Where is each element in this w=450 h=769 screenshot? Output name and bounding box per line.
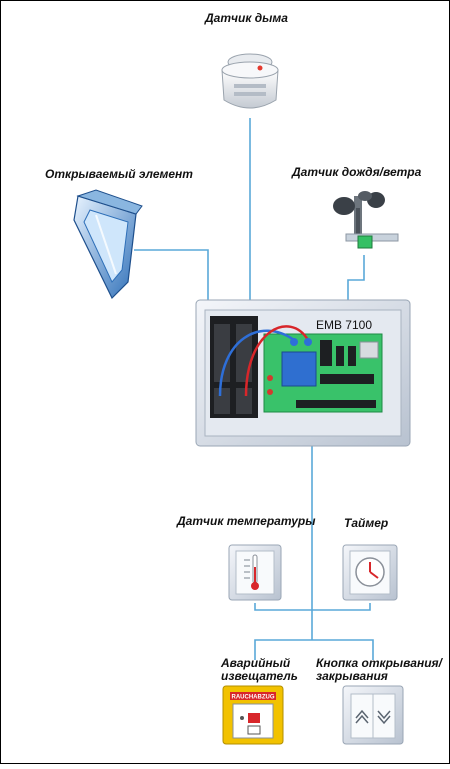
- wire-temperature-sensor: [254, 603, 312, 611]
- open-close-button-icon: [342, 685, 404, 745]
- timer-clock-icon: [342, 544, 398, 601]
- label-rain-wind-sensor: Датчик дождя/ветра: [292, 165, 422, 179]
- label-open-close-button-line1: Кнопка открывания/: [316, 656, 442, 670]
- thermometer-icon: [228, 544, 282, 601]
- wire-timer: [312, 603, 371, 611]
- smoke-detector-icon: [221, 53, 279, 109]
- alarm-sign-text: RAUCHABZUG: [232, 695, 275, 701]
- emergency-alarm-icon: [222, 685, 284, 745]
- controller-icon: [195, 299, 411, 447]
- label-emergency-alarm-line1: Аварийный: [221, 656, 291, 670]
- window-icon: [73, 189, 143, 300]
- controller-model-label: EMB 7100: [316, 318, 372, 332]
- wire-opening-element: [134, 249, 209, 300]
- rain-wind-sensor-icon: [333, 191, 399, 249]
- wire-rain-wind-sensor: [347, 255, 365, 300]
- label-timer: Таймер: [344, 516, 389, 530]
- label-emergency-alarm-line2: извещатель: [221, 669, 298, 683]
- label-temperature-sensor: Датчик температуры: [177, 514, 316, 528]
- label-open-close-button-line2: закрывания: [316, 669, 388, 683]
- label-opening-element: Открываемый элемент: [45, 167, 193, 181]
- wire-bottom-bus: [254, 639, 374, 660]
- wiring: [134, 118, 374, 660]
- label-smoke-sensor: Датчик дыма: [205, 11, 288, 25]
